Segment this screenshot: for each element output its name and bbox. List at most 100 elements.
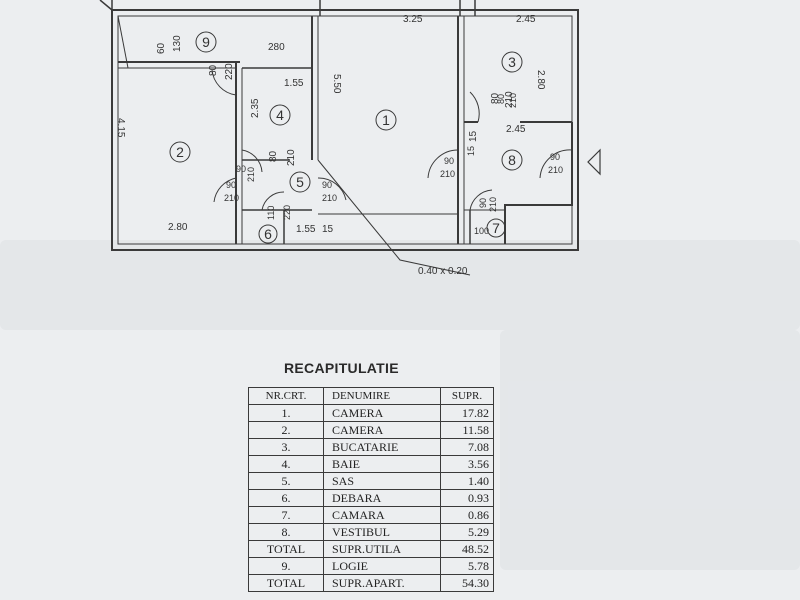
- dimension-text: 5.50: [331, 74, 342, 94]
- room-number: 3: [508, 54, 516, 70]
- cell-denumire: BUCATARIE: [323, 438, 441, 456]
- cell-denumire: DEBARA: [323, 489, 441, 507]
- cell-suprafata: 1.40: [440, 472, 494, 490]
- door-swing: [469, 189, 493, 211]
- door-dim: 210: [322, 193, 337, 203]
- room-number: 6: [264, 226, 272, 242]
- top-extension: [99, 0, 113, 11]
- room-number: 9: [202, 34, 210, 50]
- cell-nr: 3.: [248, 438, 324, 456]
- cell-nr: 9.: [248, 557, 324, 575]
- door-dim: 90: [236, 164, 246, 174]
- room-number: 2: [176, 144, 184, 160]
- door-dim: 210: [508, 93, 518, 108]
- dimension-text: 2.45: [516, 14, 536, 25]
- dimension-text: 15: [322, 224, 334, 235]
- room-number-circle: [269, 104, 291, 126]
- cell-nr: 6.: [248, 489, 324, 507]
- cell-suprafata: 17.82: [440, 404, 494, 422]
- cell-suprafata: 11.58: [440, 421, 494, 439]
- door-dim: 90: [444, 156, 454, 166]
- outer-wall: [111, 9, 579, 251]
- room-number-circle: [195, 31, 217, 53]
- dimension-text: 4.15: [115, 118, 126, 138]
- room-number-circle: [486, 218, 506, 238]
- cell-suprafata: 5.78: [440, 557, 494, 575]
- door-swing: [211, 69, 237, 96]
- header-suprafata: SUPR.: [440, 387, 494, 405]
- door-swing: [241, 149, 263, 173]
- door-swing: [469, 91, 480, 123]
- vent-leader: [317, 159, 471, 276]
- door-swing: [261, 191, 285, 211]
- dimension-text: 130: [172, 35, 183, 52]
- cell-denumire: SUPR.UTILA: [323, 540, 441, 558]
- room-number-circle: [501, 51, 523, 73]
- cell-nr: 7.: [248, 506, 324, 524]
- dimension-text: 210: [504, 91, 515, 108]
- diag-line: [117, 15, 129, 69]
- room-number-circle: [501, 149, 523, 171]
- dimension-text: 280: [268, 42, 285, 53]
- cell-denumire: CAMERA: [323, 404, 441, 422]
- dimension-text: 15: [466, 146, 476, 156]
- room-number-circle: [375, 109, 397, 131]
- dimension-text: 3.25: [403, 14, 423, 25]
- cell-nr: TOTAL: [248, 540, 324, 558]
- room-number-circle: [169, 141, 191, 163]
- dimension-text: 80: [268, 150, 279, 162]
- cell-denumire: CAMARA: [323, 506, 441, 524]
- room-number: 5: [296, 174, 304, 190]
- cell-denumire: LOGIE: [323, 557, 441, 575]
- room-number: 8: [508, 152, 516, 168]
- door-dim: 80: [496, 94, 506, 104]
- plan-walls: [99, 0, 601, 276]
- dimension-text: 1.55: [296, 224, 316, 235]
- scan-smudge: [500, 330, 800, 570]
- dimension-text: 15: [468, 130, 479, 142]
- wall-right-bump: [504, 122, 573, 244]
- room-number-circle: [258, 224, 278, 244]
- cell-denumire: VESTIBUL: [323, 523, 441, 541]
- door-dim: 90: [226, 180, 236, 190]
- dimension-text: 2.80: [168, 222, 188, 233]
- door-dim: 210: [548, 165, 563, 175]
- door-dim: 90: [478, 198, 488, 208]
- door-dim: 90: [322, 180, 332, 190]
- header-nr: NR.CRT.: [248, 387, 324, 405]
- cell-nr: TOTAL: [248, 574, 324, 592]
- cell-denumire: CAMERA: [323, 421, 441, 439]
- cell-suprafata: 5.29: [440, 523, 494, 541]
- dimension-text: 2.45: [506, 124, 526, 135]
- door-dim: 210: [440, 169, 455, 179]
- entry-arrow-icon: [587, 148, 601, 176]
- door-dim: 210: [488, 197, 498, 212]
- room-labels: 1 2 3 4 5 6 7 8 9: [169, 31, 523, 244]
- room-number: 7: [492, 220, 500, 236]
- cell-suprafata: 0.86: [440, 506, 494, 524]
- dimension-text: 2.80: [535, 70, 546, 90]
- dimension-text: 80: [490, 92, 501, 104]
- door-dim: 110: [266, 206, 276, 220]
- dimension-labels: 3.25 2.45 60 130 280 80 220 1.55 5.50 4.…: [115, 14, 563, 277]
- room-number: 1: [382, 112, 390, 128]
- door-dim: 210: [246, 167, 256, 182]
- header-denumire: DENUMIRE: [323, 387, 441, 405]
- dimension-text: 220: [224, 63, 235, 80]
- dimension-text: 100: [474, 226, 489, 236]
- dimension-text: 1.55: [284, 78, 304, 89]
- door-dim: 220: [282, 205, 292, 220]
- cell-denumire: SAS: [323, 472, 441, 490]
- cell-nr: 2.: [248, 421, 324, 439]
- floor-plan: 1 2 3 4 5 6 7 8 9 3.25 2.45 60 130 280 8…: [99, 0, 601, 277]
- vent-label: 0.40 x 0.20: [418, 266, 468, 277]
